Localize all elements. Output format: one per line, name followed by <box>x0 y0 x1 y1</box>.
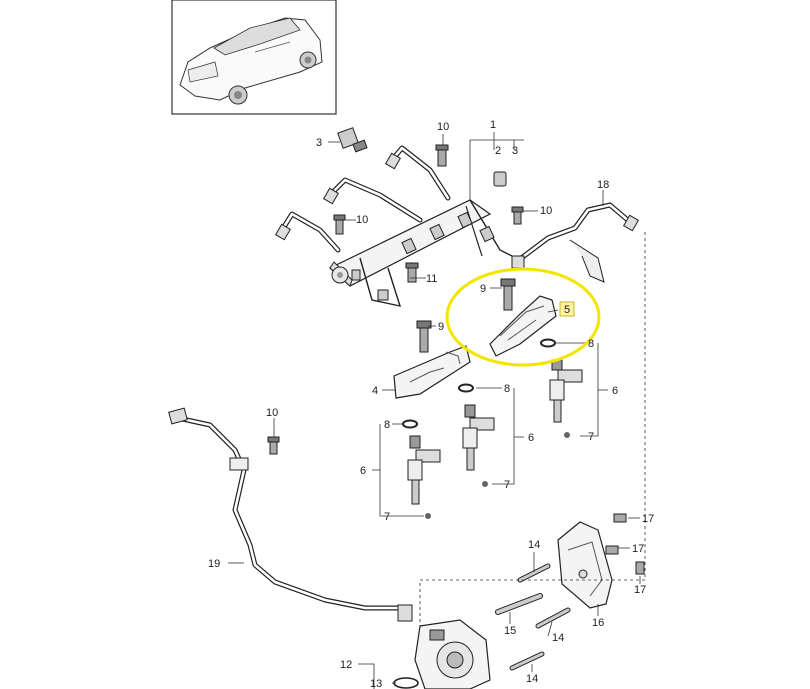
callout-14-mid[interactable]: 14 <box>552 632 564 644</box>
callout-5[interactable]: 5 <box>564 304 570 316</box>
callout-3[interactable]: 3 <box>316 137 322 149</box>
callout-17-bottom[interactable]: 17 <box>634 584 646 596</box>
bolt-icon[interactable] <box>405 262 419 283</box>
callout-4[interactable]: 4 <box>372 385 378 397</box>
bolt-icon[interactable] <box>511 206 524 225</box>
callout-6-right[interactable]: 6 <box>612 385 618 397</box>
bolt-icon[interactable] <box>416 320 432 353</box>
callout-12[interactable]: 12 <box>340 659 352 671</box>
callout-16[interactable]: 16 <box>592 617 604 629</box>
fuel-line-icon[interactable] <box>274 145 451 253</box>
stud-icon[interactable] <box>509 651 545 671</box>
callout-14-top[interactable]: 14 <box>528 539 540 551</box>
fuel-pump-icon[interactable] <box>393 619 491 689</box>
bolt-icon[interactable] <box>333 214 346 235</box>
injector-icon[interactable] <box>407 435 441 519</box>
callout-9-upper[interactable]: 9 <box>480 283 486 295</box>
callout-10-pipe[interactable]: 10 <box>266 407 278 419</box>
stud-icon[interactable] <box>495 593 543 615</box>
callout-13[interactable]: 13 <box>370 678 382 689</box>
leader-lines <box>228 132 646 689</box>
callout-6-mid[interactable]: 6 <box>528 432 534 444</box>
injector-icon[interactable] <box>462 404 495 487</box>
callout-7-right[interactable]: 7 <box>588 431 594 443</box>
callout-10-top[interactable]: 10 <box>437 121 449 133</box>
injector-icon[interactable] <box>549 359 583 438</box>
car-thumbnail-icon[interactable] <box>171 0 337 115</box>
callout-8-left[interactable]: 8 <box>384 419 390 431</box>
callout-8-mid[interactable]: 8 <box>504 383 510 395</box>
callout-7-mid[interactable]: 7 <box>504 479 510 491</box>
bolt-icon[interactable] <box>267 436 280 455</box>
callout-2[interactable]: 2 <box>495 145 501 157</box>
bracket-icon[interactable] <box>393 345 471 399</box>
callout-17-mid[interactable]: 17 <box>632 543 644 555</box>
stud-icon[interactable] <box>535 607 571 629</box>
callout-5-box <box>559 301 575 317</box>
callout-labels[interactable]: 1 2 3 3 10 10 10 10 18 11 9 9 5 4 8 8 8 … <box>208 119 654 689</box>
callout-3-upper[interactable]: 3 <box>512 145 518 157</box>
callout-15[interactable]: 15 <box>504 625 516 637</box>
callout-17-top[interactable]: 17 <box>642 513 654 525</box>
callout-14-bottom[interactable]: 14 <box>526 673 538 685</box>
heat-shield-icon[interactable] <box>557 521 613 609</box>
fuel-line-icon[interactable] <box>511 202 640 283</box>
callout-10-left[interactable]: 10 <box>356 214 368 226</box>
callout-1[interactable]: 1 <box>490 119 496 131</box>
bolt-icon[interactable] <box>500 278 516 311</box>
bracket-icon[interactable] <box>489 295 557 357</box>
callout-9-lower[interactable]: 9 <box>438 321 444 333</box>
callout-19[interactable]: 19 <box>208 558 220 570</box>
fuel-line-icon[interactable] <box>168 407 413 622</box>
callout-6-left[interactable]: 6 <box>360 465 366 477</box>
pressure-sensor-icon[interactable] <box>337 127 368 153</box>
highlight-ellipse <box>445 267 601 367</box>
bolt-icon[interactable] <box>435 144 449 167</box>
stud-icon[interactable] <box>517 563 551 583</box>
callout-7-left[interactable]: 7 <box>384 511 390 523</box>
part-2-icon[interactable] <box>493 171 507 187</box>
bolt-icon[interactable] <box>605 513 645 575</box>
callout-11[interactable]: 11 <box>426 273 437 285</box>
callout-8-right[interactable]: 8 <box>588 338 594 350</box>
callout-10-right[interactable]: 10 <box>540 205 552 217</box>
callout-18[interactable]: 18 <box>597 179 609 191</box>
fuel-rail-icon[interactable] <box>328 199 517 307</box>
